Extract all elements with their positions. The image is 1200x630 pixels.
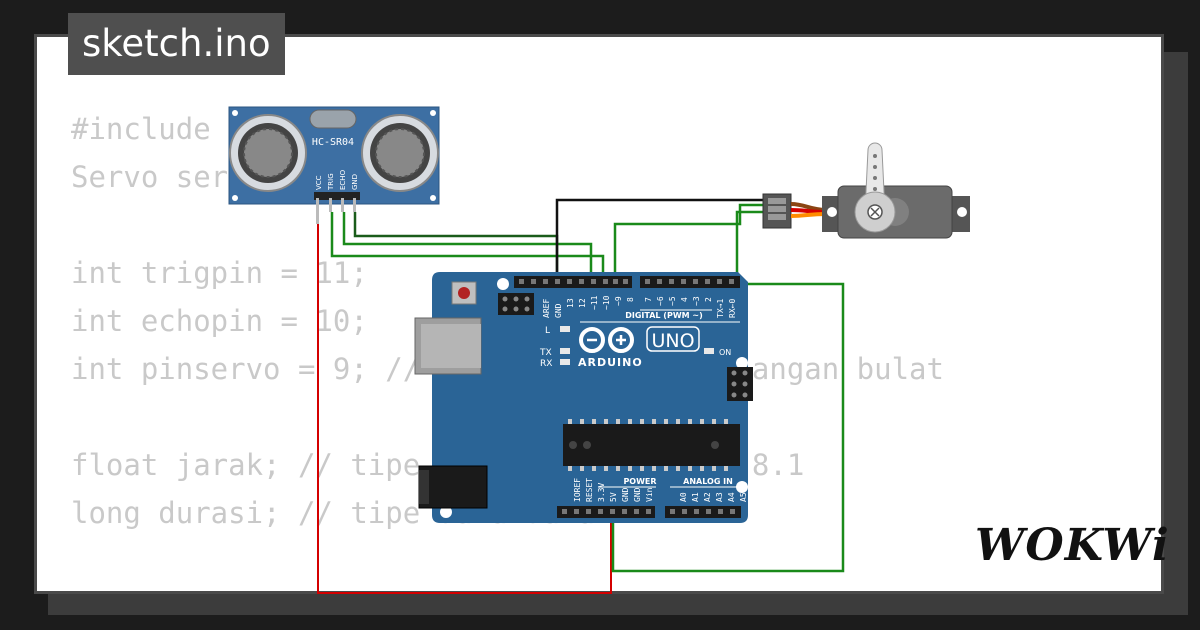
pin-label-6: ~6 bbox=[656, 296, 665, 306]
led-tx bbox=[560, 348, 570, 354]
wire-gnd-gnd[interactable] bbox=[353, 212, 559, 282]
pin-label-tx: TX→1 bbox=[716, 299, 725, 318]
pin-label-9: ~9 bbox=[614, 296, 623, 306]
led-on-label: ON bbox=[719, 348, 731, 357]
pin-label-rx: RX←0 bbox=[728, 299, 737, 318]
pin-label-11: ~11 bbox=[590, 295, 599, 310]
digital-pin-header[interactable] bbox=[514, 276, 740, 288]
wire-echo-pin10[interactable] bbox=[342, 212, 593, 282]
power-pin-header[interactable] bbox=[557, 506, 655, 518]
icsp-header-top bbox=[498, 293, 534, 315]
ultrasonic-sensor[interactable]: HC-SR04 VCC TRIG ECHO GND bbox=[228, 106, 440, 224]
led-on bbox=[704, 348, 714, 354]
led-tx-label: TX bbox=[539, 348, 552, 358]
arduino-uno-board[interactable]: AREF GND 13 12 ~11 ~10 ~9 8 7 ~6 ~5 4 ~3… bbox=[414, 272, 753, 523]
wokwi-logo: WOKWi bbox=[975, 520, 1170, 571]
arduino-model: UNO bbox=[651, 330, 694, 352]
sensor-pin-headers bbox=[314, 192, 360, 224]
pin-label-a5: A5 bbox=[739, 492, 748, 502]
analog-label: ANALOG IN bbox=[683, 477, 733, 486]
sketch-title: sketch.ino bbox=[68, 13, 285, 75]
wire-vcc-5v[interactable] bbox=[317, 224, 612, 594]
arduino-brand: ARDUINO bbox=[578, 356, 643, 369]
wire-servo-gnd[interactable] bbox=[555, 198, 763, 282]
wire-trig-pin11[interactable] bbox=[330, 212, 605, 282]
pin-label-8: 8 bbox=[626, 297, 635, 302]
wire-5v-servo-power[interactable] bbox=[611, 210, 845, 573]
pin-label-5v: 5V bbox=[609, 492, 618, 502]
servo-motor[interactable] bbox=[762, 142, 970, 239]
pin-label-5: ~5 bbox=[668, 296, 677, 306]
led-l bbox=[560, 326, 570, 332]
pin-label-4: 4 bbox=[680, 297, 689, 302]
pin-label-aref: AREF bbox=[542, 299, 551, 318]
sensor-pin-vcc: VCC bbox=[315, 175, 323, 190]
pin-label-3v3: 3.3V bbox=[597, 483, 606, 502]
sensor-pin-trig: TRIG bbox=[327, 173, 335, 191]
pin-label-a0: A0 bbox=[679, 492, 688, 502]
dc-power-jack bbox=[418, 465, 488, 509]
code-line: int echopin = 10; bbox=[71, 304, 368, 338]
led-rx bbox=[560, 359, 570, 365]
pin-label-a1: A1 bbox=[691, 492, 700, 502]
led-l-label: L bbox=[545, 326, 550, 336]
pin-label-a3: A3 bbox=[715, 492, 724, 502]
code-line: int trigpin = 11; bbox=[71, 256, 368, 290]
analog-pin-header[interactable] bbox=[665, 506, 741, 518]
arduino-logo-icon bbox=[579, 327, 634, 353]
pin-label-gnd1: GND bbox=[621, 487, 630, 502]
pin-label-gnd: GND bbox=[554, 303, 563, 318]
servo-screw-icon bbox=[870, 207, 880, 217]
pin-label-3: ~3 bbox=[692, 296, 701, 306]
sensor-pin-gnd: GND bbox=[351, 174, 359, 190]
pin-label-ioref: IOREF bbox=[573, 478, 582, 502]
power-label: POWER bbox=[623, 477, 656, 486]
sensor-transducer-right bbox=[361, 114, 439, 192]
pin-label-12: 12 bbox=[578, 298, 587, 308]
atmega-chip bbox=[563, 419, 740, 471]
pin-label-7: 7 bbox=[644, 297, 653, 302]
sensor-pin-echo: ECHO bbox=[339, 169, 347, 190]
pin-label-13: 13 bbox=[566, 298, 575, 308]
icsp-header-right bbox=[727, 367, 753, 401]
wire-servo-signal[interactable] bbox=[613, 203, 763, 282]
pin-label-2: 2 bbox=[704, 297, 713, 302]
pin-label-10: ~10 bbox=[602, 295, 611, 310]
sensor-model-label: HC-SR04 bbox=[312, 137, 354, 148]
digital-label: DIGITAL (PWM ~) bbox=[625, 311, 703, 320]
pin-label-gnd2: GND bbox=[633, 487, 642, 502]
pin-label-a4: A4 bbox=[727, 492, 736, 502]
pin-label-reset: RESET bbox=[585, 478, 594, 502]
pin-label-a2: A2 bbox=[703, 492, 712, 502]
sensor-transducer-left bbox=[229, 114, 307, 192]
pin-label-vin: Vin bbox=[645, 487, 654, 502]
led-rx-label: RX bbox=[540, 359, 552, 369]
